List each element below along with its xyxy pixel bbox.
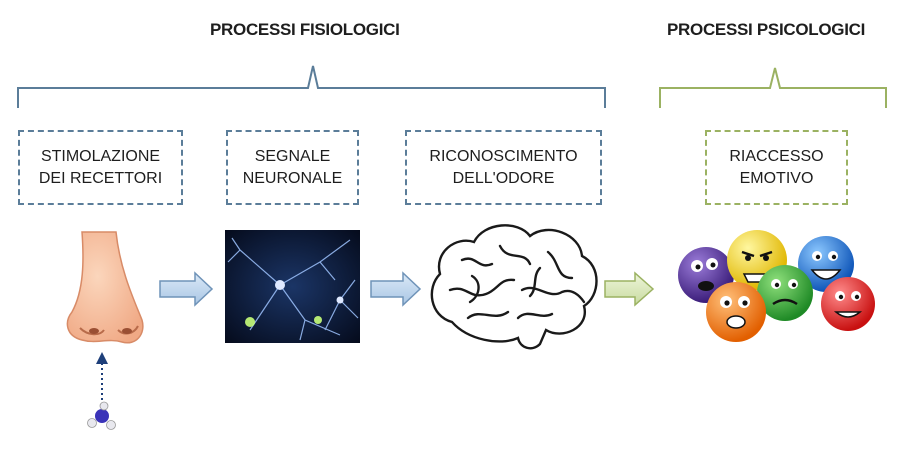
step-label-line2: DEI RECETTORI <box>38 169 163 187</box>
step-box-emotional-recall: RIACCESSO EMOTIVO <box>705 130 848 205</box>
physiological-heading: PROCESSI FISIOLOGICI <box>210 20 400 39</box>
step-box-neural-signal: SEGNALE NEURONALE <box>226 130 359 205</box>
blue-face-ball <box>798 236 854 292</box>
arrow-right-1 <box>159 271 214 307</box>
nose-icon <box>66 231 144 344</box>
arrow-right-2 <box>370 271 422 307</box>
dotted-arrow-up <box>96 352 108 405</box>
step-label-line2: EMOTIVO <box>739 169 814 187</box>
orange-face-ball <box>706 282 766 342</box>
step-box-receptor-stimulation: STIMOLAZIONE DEI RECETTORI <box>18 130 183 205</box>
arrow-right-3 <box>604 271 655 307</box>
red-face-ball <box>821 277 875 331</box>
molecule-icon <box>87 401 116 430</box>
green-face-ball <box>757 265 813 321</box>
physiological-brace <box>17 65 606 108</box>
step-label-line1: RIACCESSO <box>729 147 824 165</box>
brain-icon <box>430 224 598 350</box>
step-box-odor-recognition: RICONOSCIMENTO DELL'ODORE <box>405 130 602 205</box>
step-label-line2: DELL'ODORE <box>452 169 555 187</box>
step-label-line2: NEURONALE <box>242 169 343 187</box>
step-label-line1: STIMOLAZIONE <box>40 147 161 165</box>
psychological-heading: PROCESSI PSICOLOGICI <box>667 20 866 39</box>
neuron-image <box>225 230 360 343</box>
step-label-line1: SEGNALE <box>254 147 331 165</box>
emotion-balls-image <box>678 230 875 342</box>
step-label-line1: RICONOSCIMENTO <box>429 147 578 165</box>
psychological-brace <box>659 67 887 108</box>
